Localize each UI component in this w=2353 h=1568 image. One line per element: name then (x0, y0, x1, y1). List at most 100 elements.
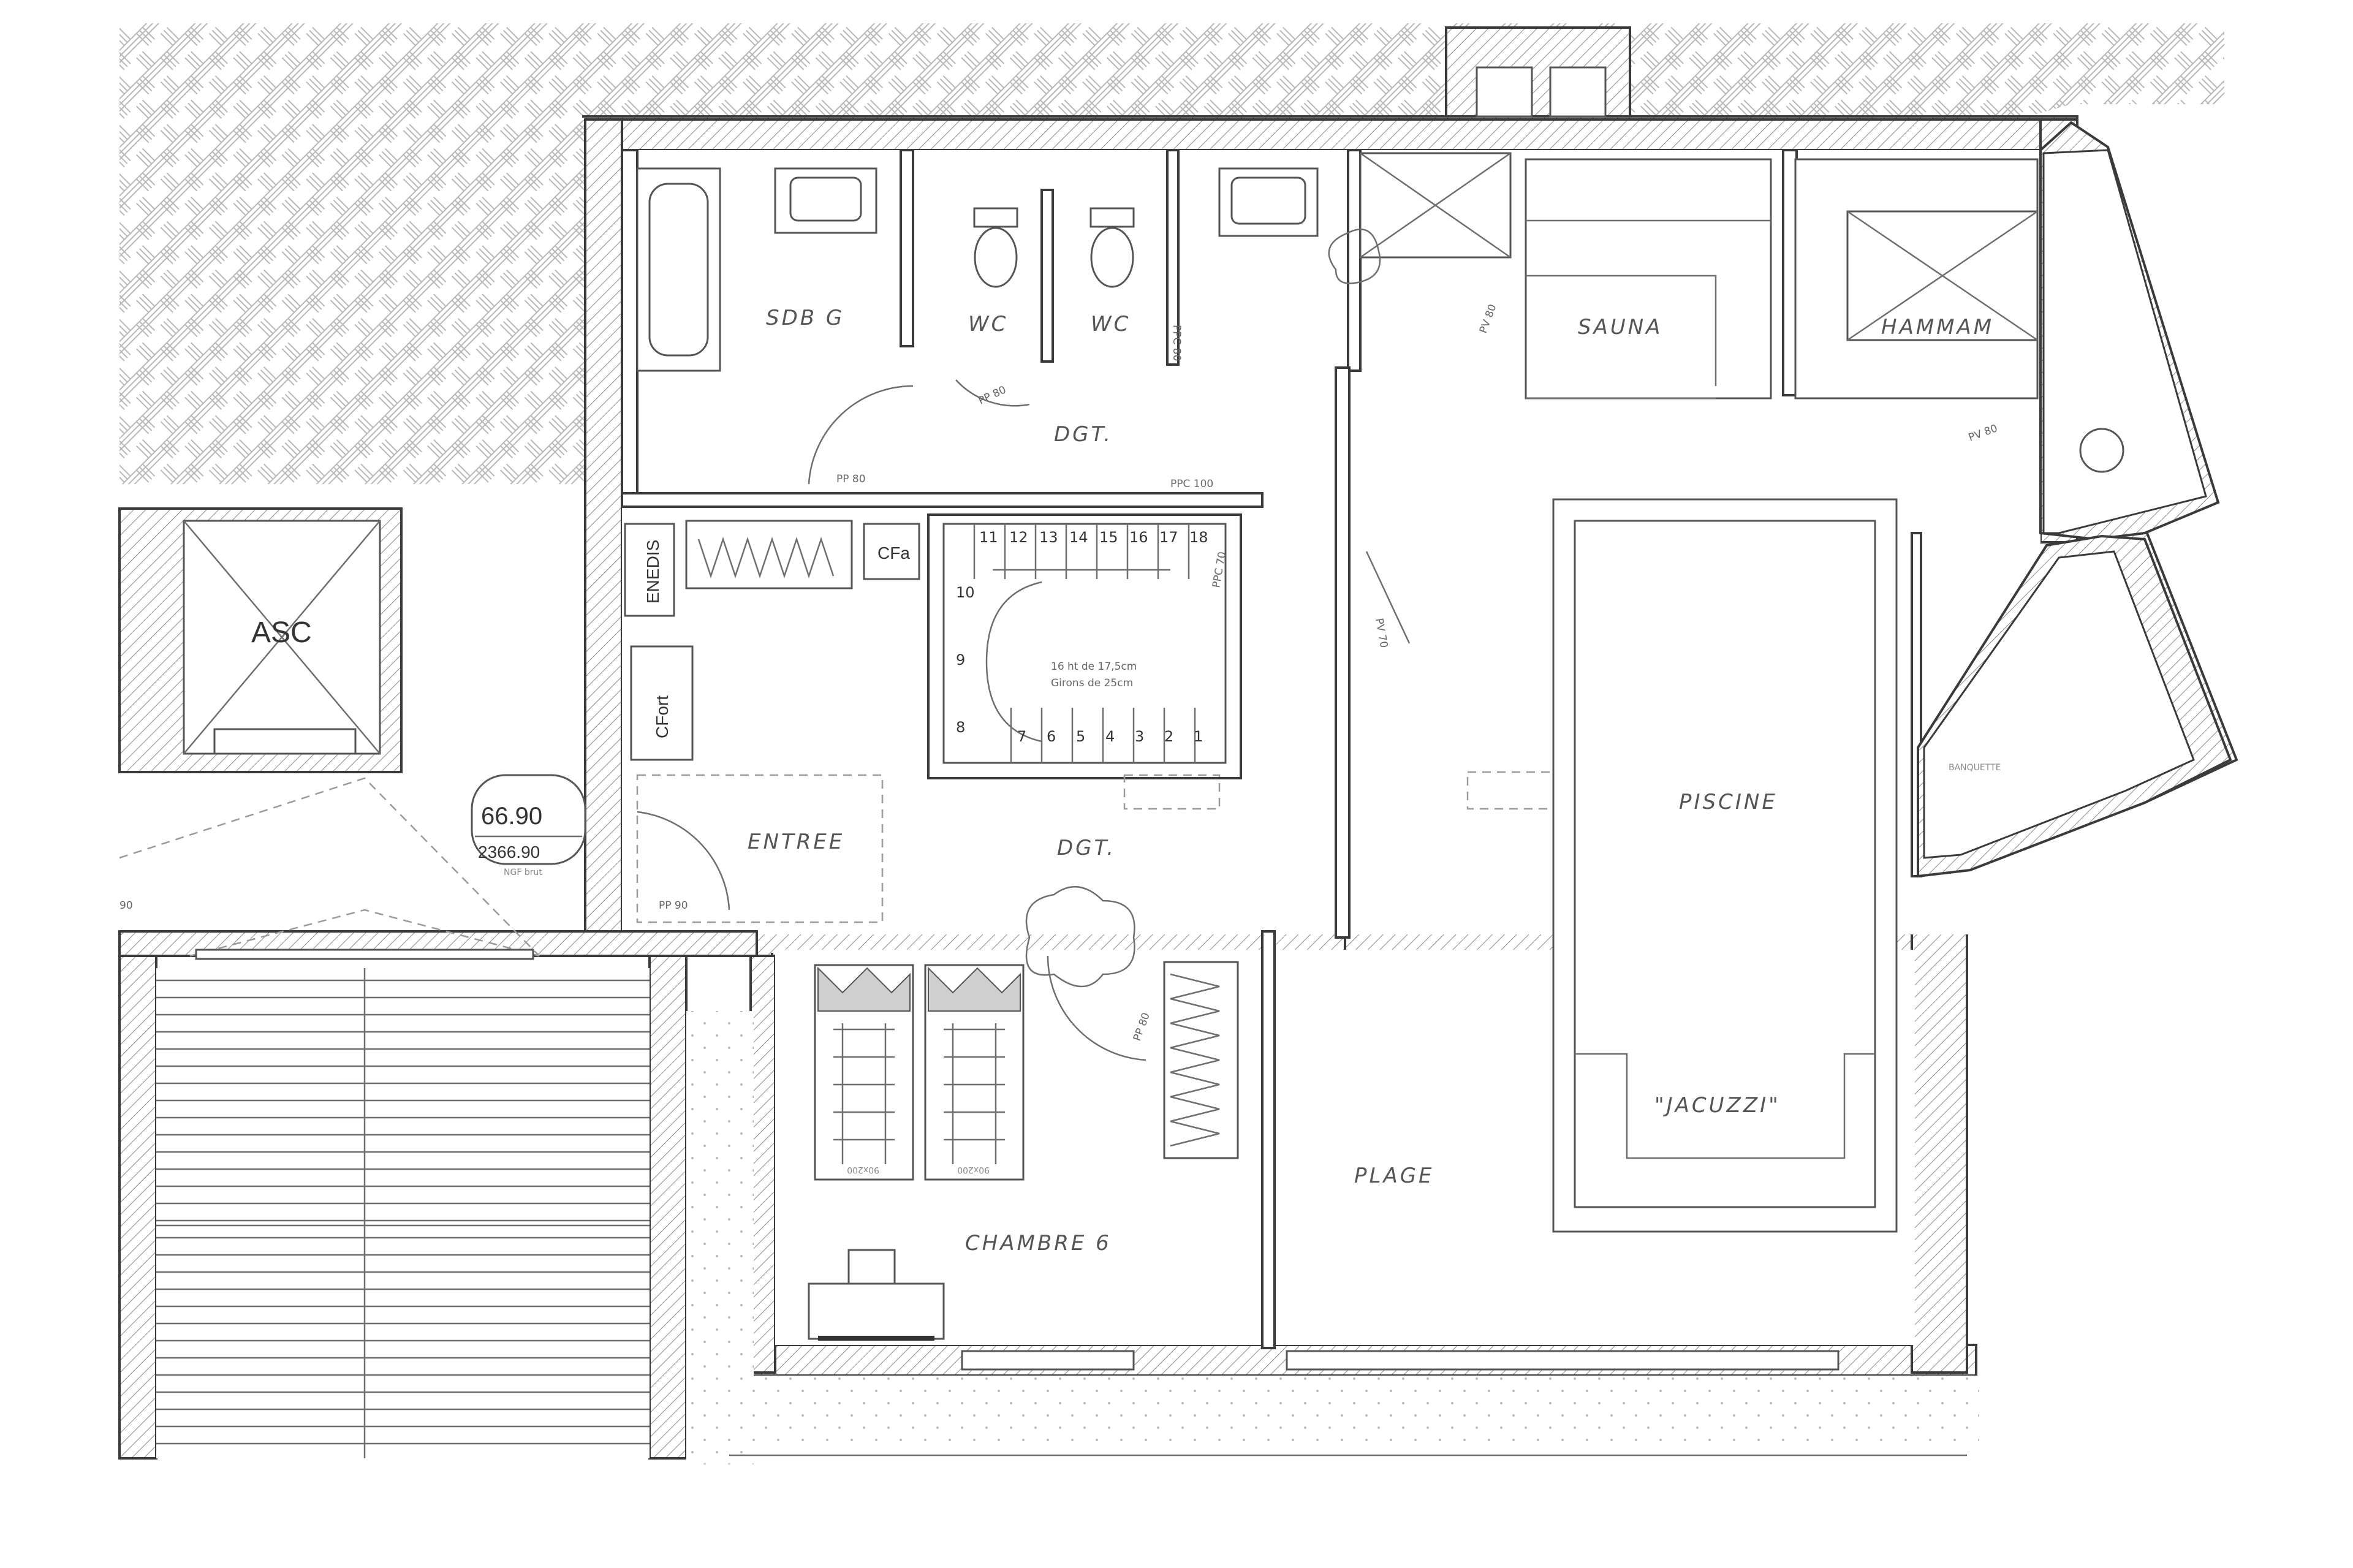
label-enedis: ENEDIS (643, 540, 662, 604)
wc2-bowl (1090, 227, 1134, 288)
chimney-flue-2 (1549, 66, 1607, 118)
sauna (1525, 158, 1772, 400)
carport-right-wall (648, 955, 688, 1460)
elevator-cross-2 (183, 520, 381, 754)
east-bay-lower-inner (1923, 550, 2195, 859)
label-cfort: CFort (653, 695, 672, 738)
stair-landing-marker (1123, 774, 1221, 810)
wc2-tank (1089, 207, 1135, 228)
stair-note-box (1042, 653, 1201, 699)
sdb-wall-right (900, 149, 914, 347)
wc1-bowl (974, 227, 1018, 288)
room-piscine: PISCINE (1679, 790, 1778, 814)
stair-step-number: 13 (1039, 529, 1058, 546)
stair-step-number: 10 (956, 584, 975, 601)
sdb-sink-basin (789, 176, 862, 222)
bed-slats (833, 1023, 1005, 1164)
room-sauna: SAUNA (1578, 315, 1662, 339)
sauna-block-wall (1347, 149, 1362, 372)
window-chambre (961, 1350, 1135, 1371)
door-label-ppc100: PPC 100 (1170, 478, 1213, 490)
entrance-gate-swing (119, 777, 540, 956)
bed-1-pillow (817, 966, 911, 1012)
stair-note-2: Girons de 25cm (1051, 677, 1133, 689)
drain-circle (2079, 428, 2124, 473)
stair-step-number: 17 (1159, 529, 1178, 546)
shower-sink-basin (1230, 176, 1306, 225)
plage-marker (1466, 771, 1564, 810)
stair-step-number: 3 (1135, 728, 1144, 745)
dotted-terrace-south (729, 1376, 1979, 1449)
closet (685, 520, 853, 589)
door-chambre (1047, 955, 1146, 1061)
door-label-ppc80: PPC 80 (1170, 325, 1183, 361)
door-entree (637, 811, 730, 911)
stair-step-number: 18 (1189, 529, 1208, 546)
chambre-cloud (1025, 885, 1135, 988)
label-banquette: BANQUETTE (1949, 763, 2001, 773)
window-carport (195, 949, 534, 960)
desk (808, 1282, 945, 1340)
chimney-flue-1 (1476, 66, 1533, 118)
label-cfa: CFa (877, 543, 910, 562)
wc1-tank (973, 207, 1018, 228)
level-ngf: 2366.90 (478, 843, 540, 862)
room-dgt-top: DGT. (1054, 422, 1113, 447)
sauna-bench (1526, 219, 1771, 386)
bed-2-size: 90x200 (957, 1165, 990, 1175)
main-shell (584, 118, 2075, 151)
room-jacuzzi: "JACUZZI" (1654, 1093, 1781, 1118)
room-hammam: HAMMAM (1881, 315, 1994, 339)
radiator (818, 1336, 934, 1341)
level-caption: NGF brut (504, 868, 542, 877)
pool-east-wall (1911, 869, 1968, 1374)
elevator-door (213, 728, 357, 755)
level-marker (471, 774, 586, 865)
wc-wall-2 (1166, 149, 1180, 366)
bath-block-wall (621, 149, 638, 494)
chambre-west-wall (749, 955, 776, 1374)
stair-step-number: 12 (1009, 529, 1028, 546)
desk-chair (847, 1249, 896, 1285)
pool-wall-stub (1261, 930, 1276, 1349)
room-plage: PLAGE (1354, 1164, 1434, 1188)
carport-slats (156, 979, 650, 1445)
bed-1-size: 90x200 (847, 1165, 879, 1175)
cfort-box (630, 645, 694, 761)
west-wall (584, 118, 623, 936)
bed-2-pillow (928, 966, 1021, 1012)
stair-turn (985, 581, 1042, 743)
carport-left-wall (118, 955, 157, 1460)
wc-wall-1 (1040, 189, 1054, 363)
stairs (942, 523, 1227, 764)
jacuzzi (1575, 1053, 1875, 1159)
enedis-box (624, 523, 675, 617)
wardrobe-hangers (1170, 973, 1220, 1147)
stair-step-number: 11 (979, 529, 998, 546)
room-dgt-mid: DGT. (1057, 836, 1116, 860)
closet-hangers (697, 537, 835, 578)
door-label-90: 90 (119, 900, 133, 912)
stair-step-number: 4 (1105, 728, 1115, 745)
room-entree: ENTREE (748, 830, 844, 854)
dgt-top-wall-south (621, 492, 1264, 508)
east-bay-inner (2042, 149, 2207, 534)
stair-step-number: 15 (1099, 529, 1118, 546)
stair-step-number: 6 (1047, 728, 1056, 745)
stair-step-number: 7 (1017, 728, 1026, 745)
door-label-pp90: PP 90 (659, 900, 688, 912)
pool-inner (1574, 520, 1876, 1208)
carport-floor (156, 968, 650, 1458)
stair-step-number: 16 (1129, 529, 1148, 546)
shower-cloud (1328, 229, 1381, 284)
room-chambre: CHAMBRE 6 (965, 1231, 1112, 1256)
door-plage (1365, 551, 1411, 644)
bathtub-inner (648, 183, 709, 357)
stair-step-number: 9 (956, 651, 965, 668)
entree-rug (636, 774, 884, 923)
shower-diag-2 (1360, 152, 1511, 259)
stair-note-1: 16 ht de 17,5cm (1051, 661, 1137, 673)
window-plage (1286, 1350, 1840, 1371)
